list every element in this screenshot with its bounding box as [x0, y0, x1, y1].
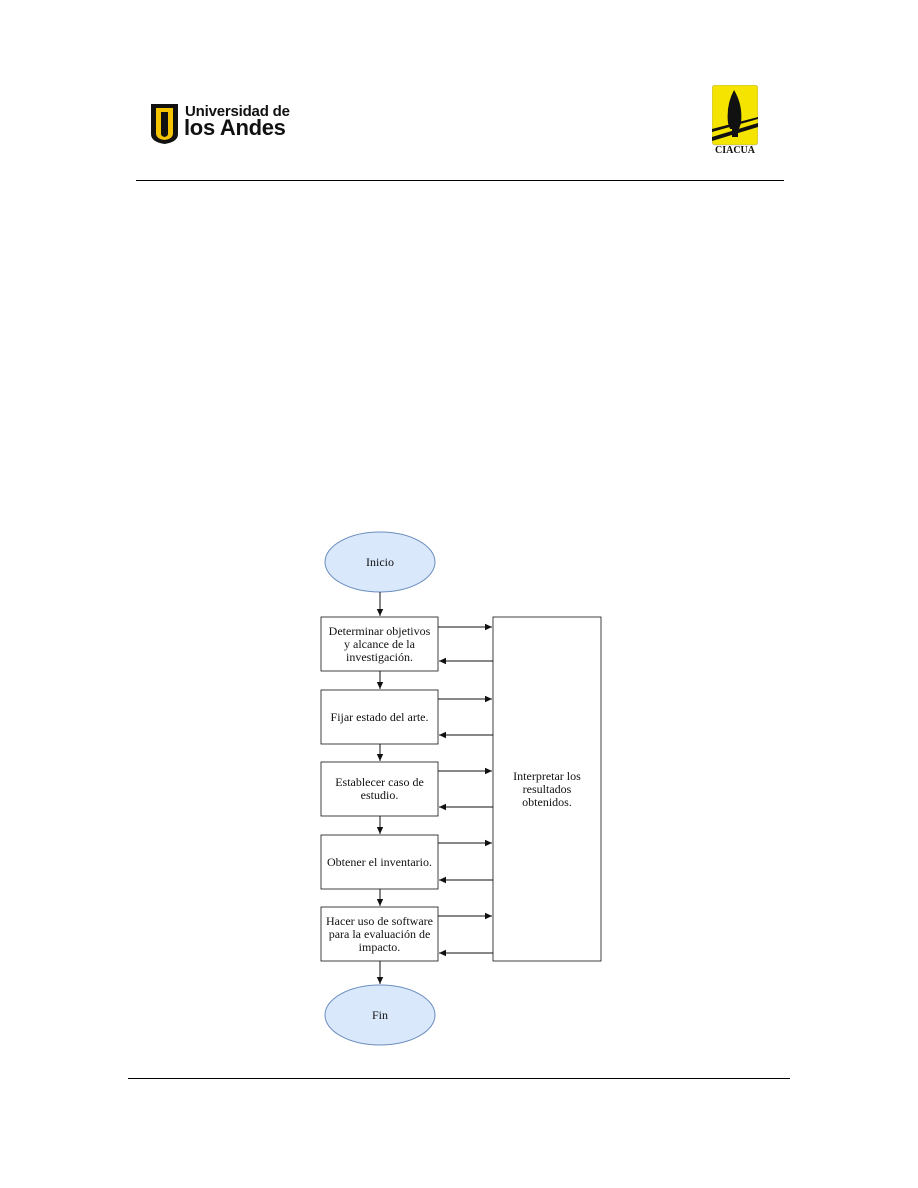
process-box-4	[320, 834, 439, 890]
end-label: Fin	[371, 1007, 388, 1022]
process-box-2	[320, 689, 439, 745]
step-1-label: Determinar objetivos y alcance de la inv…	[328, 623, 431, 664]
ciacua-logo-icon	[712, 85, 758, 146]
start-label: Inicio	[366, 554, 394, 569]
side-box-label: Interpretar los resultados obtenidos.	[513, 768, 581, 809]
footer-divider	[128, 1078, 790, 1079]
step-2-label: Fijar estado del arte.	[330, 709, 429, 724]
step-5-label: Hacer uso de software para la evaluación…	[326, 913, 433, 954]
university-name-line1: Universidad de	[185, 103, 290, 120]
process-box-1	[320, 616, 439, 672]
side-box	[492, 616, 602, 962]
step-4-label: Obtener el inventario.	[327, 854, 432, 869]
university-name-line2: los Andes	[184, 115, 286, 140]
ciacua-logo-text: CIACUA	[715, 145, 755, 156]
header-divider	[136, 180, 784, 181]
end-terminal	[324, 984, 436, 1046]
universidad-de-los-andes-logo-icon	[151, 104, 178, 144]
process-box-5	[320, 906, 439, 962]
step-3-label: Establecer caso de estudio.	[335, 775, 424, 802]
